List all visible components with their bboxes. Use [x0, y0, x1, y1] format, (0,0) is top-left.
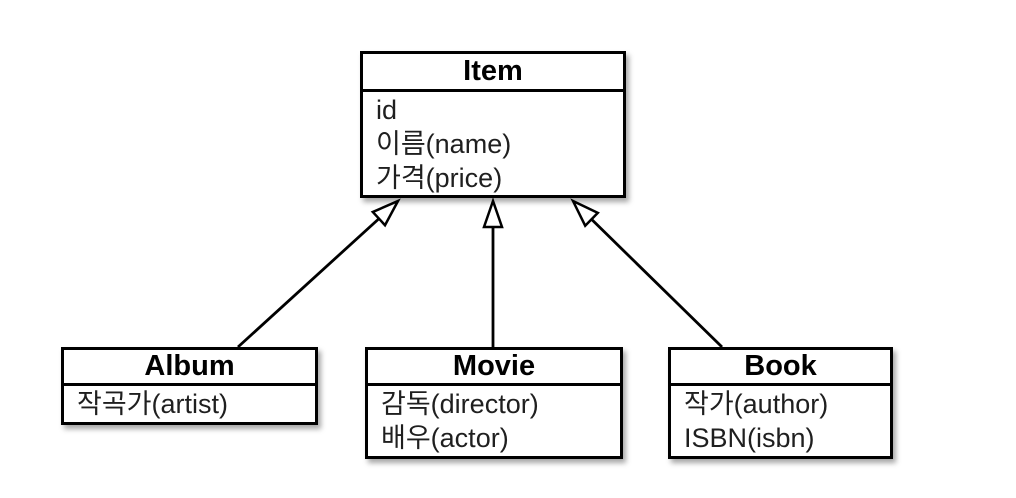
attribute-id: id: [376, 95, 398, 125]
class-attributes-movie: 감독(director) 배우(actor): [368, 386, 620, 455]
class-box-item: Item id 이름(name) 가격(price): [360, 51, 626, 198]
attribute-actor: 배우(actor): [381, 423, 509, 453]
class-title-item: Item: [363, 54, 623, 92]
class-attributes-book: 작가(author) ISBN(isbn): [671, 386, 890, 455]
generalization-arrow-album-to-item: [237, 198, 401, 349]
class-attributes-item: id 이름(name) 가격(price): [363, 92, 623, 195]
class-box-movie: Movie 감독(director) 배우(actor): [365, 347, 623, 459]
generalization-arrow-book-to-item: [570, 198, 723, 349]
class-box-album: Album 작곡가(artist): [61, 347, 318, 425]
attribute-name: 이름(name): [376, 129, 512, 159]
attribute-isbn: ISBN(isbn): [684, 423, 815, 453]
class-title-album: Album: [64, 350, 315, 386]
class-title-movie: Movie: [368, 350, 620, 386]
attribute-director: 감독(director): [381, 389, 539, 419]
class-title-book: Book: [671, 350, 890, 386]
generalization-arrow-movie-to-item: [482, 197, 504, 347]
attribute-author: 작가(author): [684, 389, 829, 419]
class-attributes-album: 작곡가(artist): [64, 386, 315, 421]
attribute-artist: 작곡가(artist): [77, 389, 229, 419]
class-box-book: Book 작가(author) ISBN(isbn): [668, 347, 893, 459]
attribute-price: 가격(price): [376, 163, 503, 193]
